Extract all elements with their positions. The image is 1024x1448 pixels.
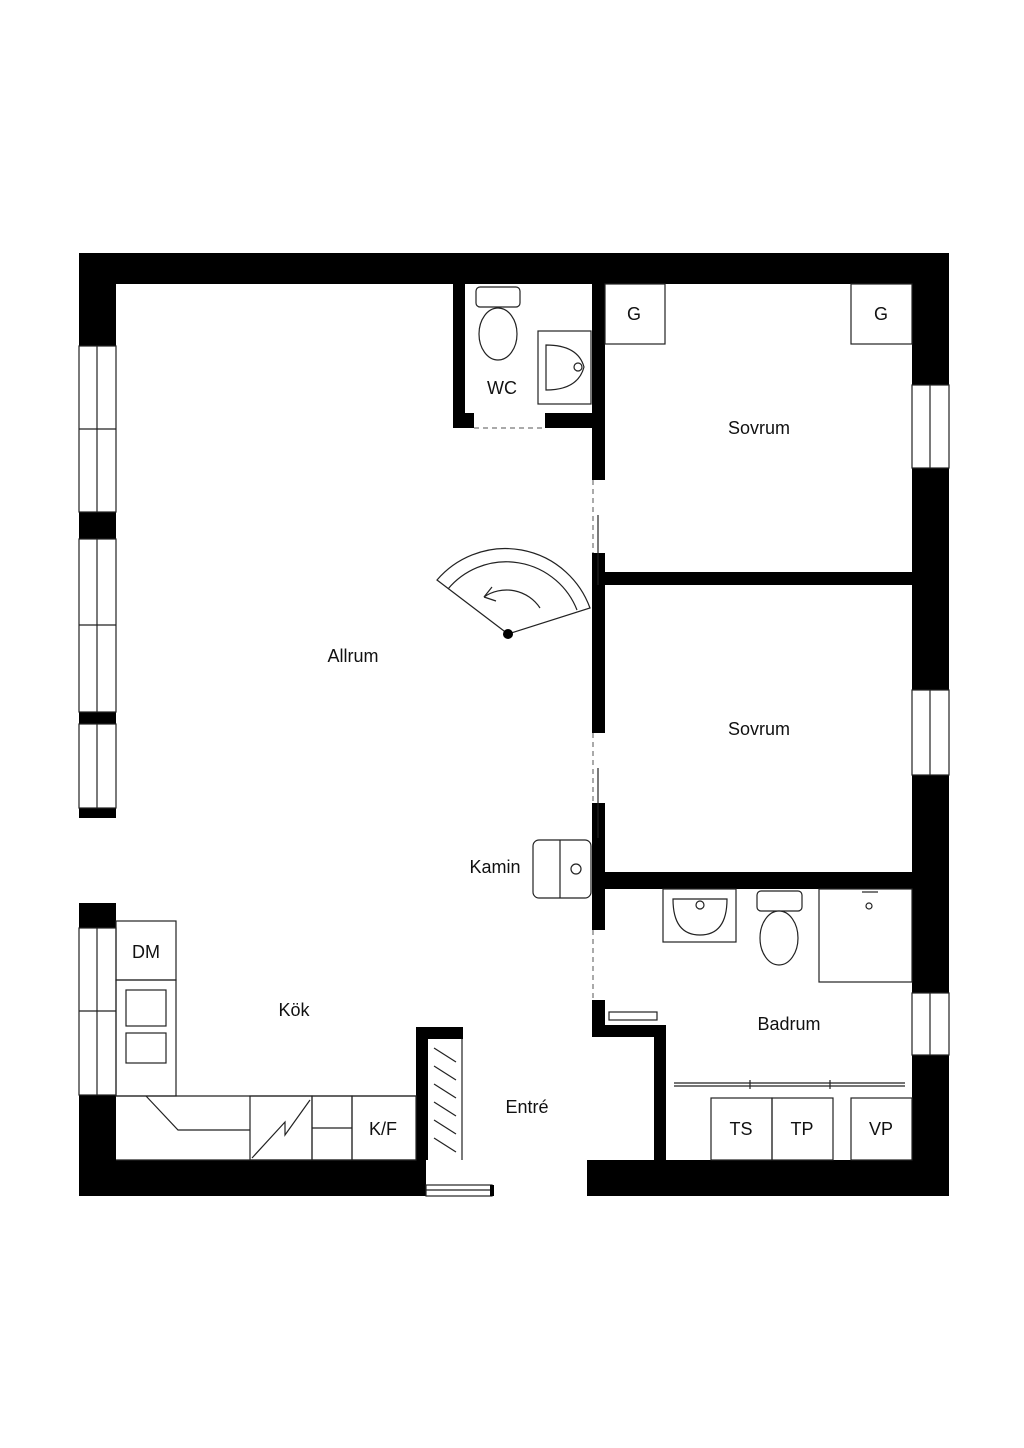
- room-label-sovrum-bottom: Sovrum: [728, 719, 790, 739]
- fixture-label-vp: VP: [869, 1119, 893, 1139]
- fixture-label-ts: TS: [729, 1119, 752, 1139]
- kitchen-fixtures: [115, 920, 417, 1161]
- fixture-label-kf: K/F: [369, 1119, 397, 1139]
- fixture-labels: G G DM K/F TS TP VP: [132, 304, 893, 1139]
- wc-fixtures: [475, 286, 592, 405]
- fixture-label-g-left: G: [627, 304, 641, 324]
- fireplace-icon: [532, 839, 592, 899]
- windows: [78, 345, 950, 1197]
- room-label-allrum: Allrum: [327, 646, 378, 666]
- room-label-wc: WC: [487, 378, 517, 398]
- room-labels: Allrum WC Sovrum Sovrum Kamin Kök Badrum…: [278, 378, 820, 1117]
- room-label-badrum: Badrum: [757, 1014, 820, 1034]
- door-openings: [474, 427, 599, 1000]
- interior-walls: [416, 284, 912, 1160]
- room-label-kok: Kök: [278, 1000, 310, 1020]
- room-label-kamin: Kamin: [469, 857, 520, 877]
- bathroom-fixtures: [608, 888, 913, 1161]
- outer-walls: [79, 253, 949, 1196]
- room-label-sovrum-top: Sovrum: [728, 418, 790, 438]
- entrance-closet: [433, 1039, 463, 1160]
- room-label-entre: Entré: [505, 1097, 548, 1117]
- spiral-stair: [436, 547, 591, 639]
- fixture-label-dm: DM: [132, 942, 160, 962]
- fixture-label-g-right: G: [874, 304, 888, 324]
- wardrobes: [604, 283, 913, 345]
- fixture-label-tp: TP: [790, 1119, 813, 1139]
